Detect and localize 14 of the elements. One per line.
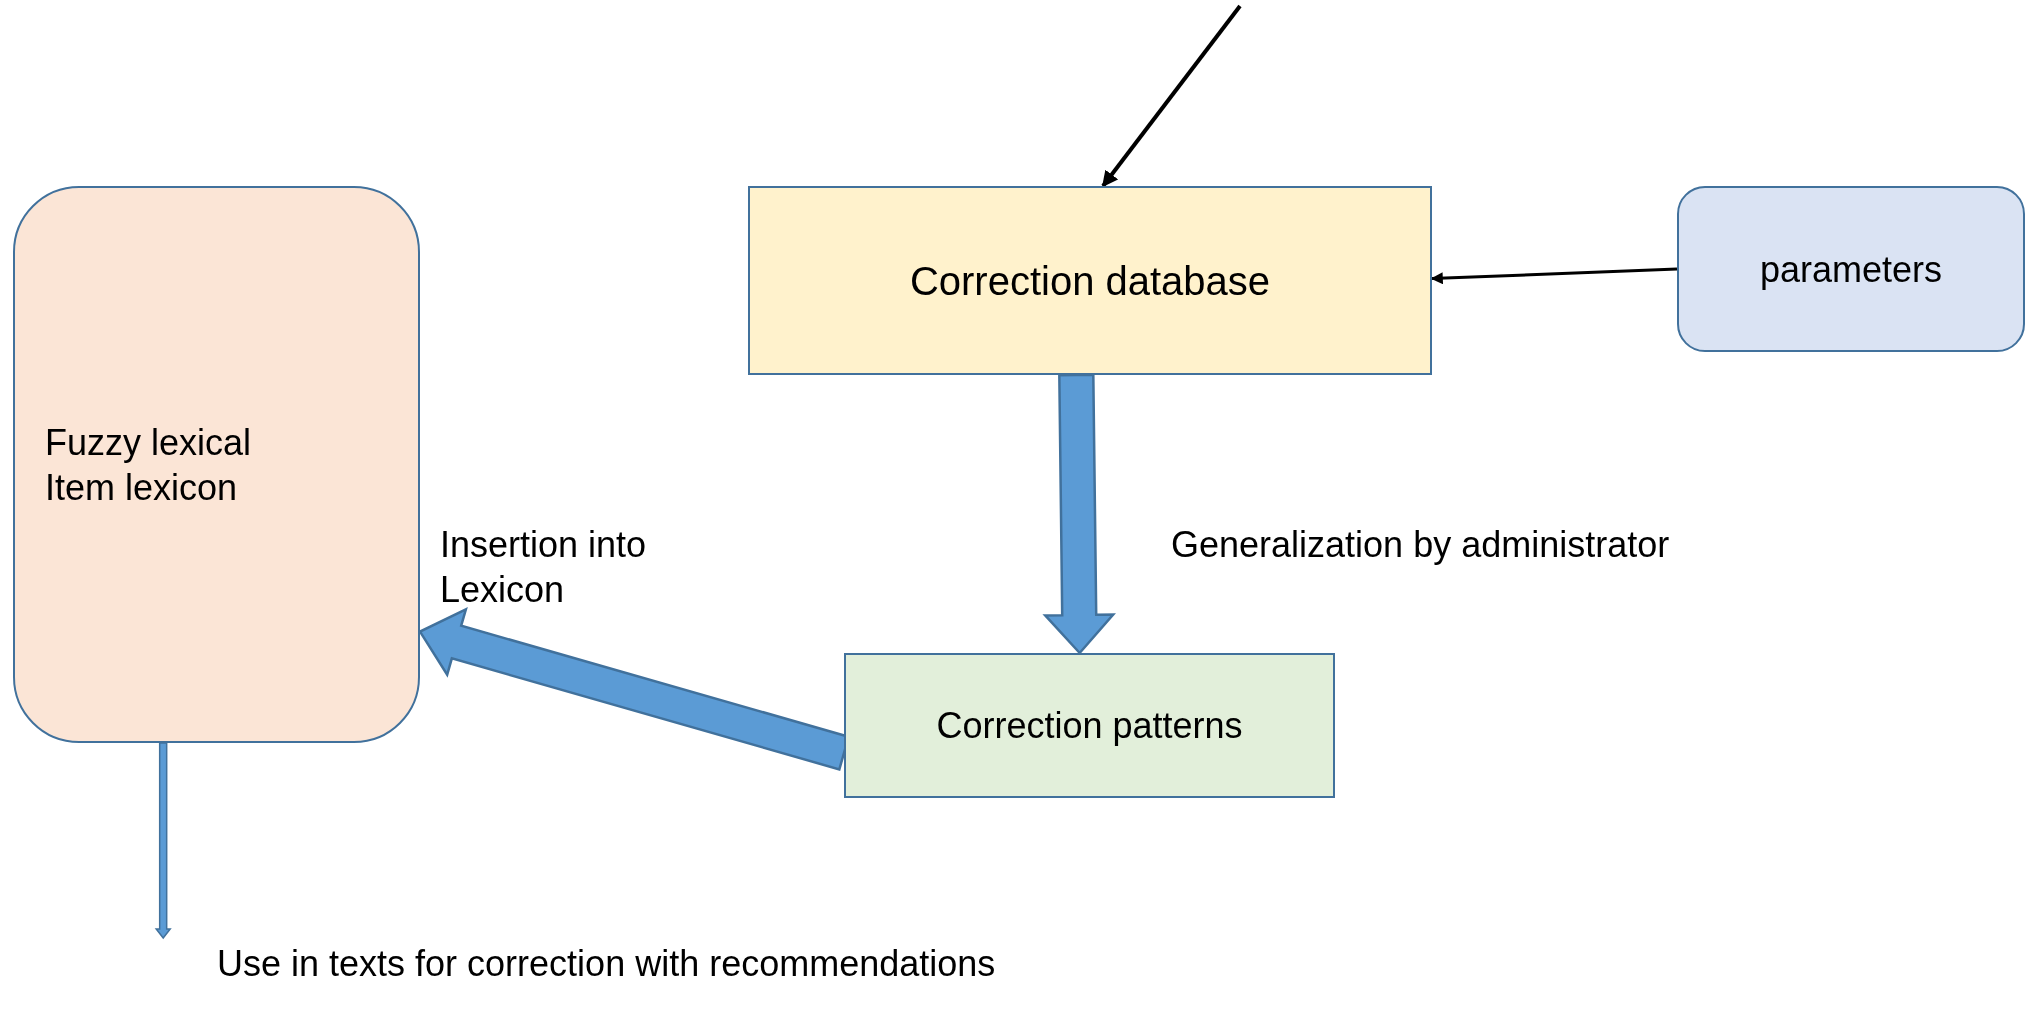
process-box [844,653,1335,798]
arrow [1101,4,1242,188]
box-label: Fuzzy lexical Item lexicon [45,420,253,510]
box-label: Correction database [909,257,1271,305]
box-label: Correction patterns [936,704,1243,748]
box-label: parameters [1759,247,1943,292]
edge-label: Generalization by administrator [1171,523,1671,567]
rounded-box [13,186,420,743]
rounded-box [1677,186,2025,352]
block-arrow [1042,373,1116,655]
process-box [748,186,1432,375]
edge-label: Insertion into Lexicon [440,523,648,612]
output-text: Use in texts for correction with recommendations [217,941,996,986]
arrow [154,742,172,940]
